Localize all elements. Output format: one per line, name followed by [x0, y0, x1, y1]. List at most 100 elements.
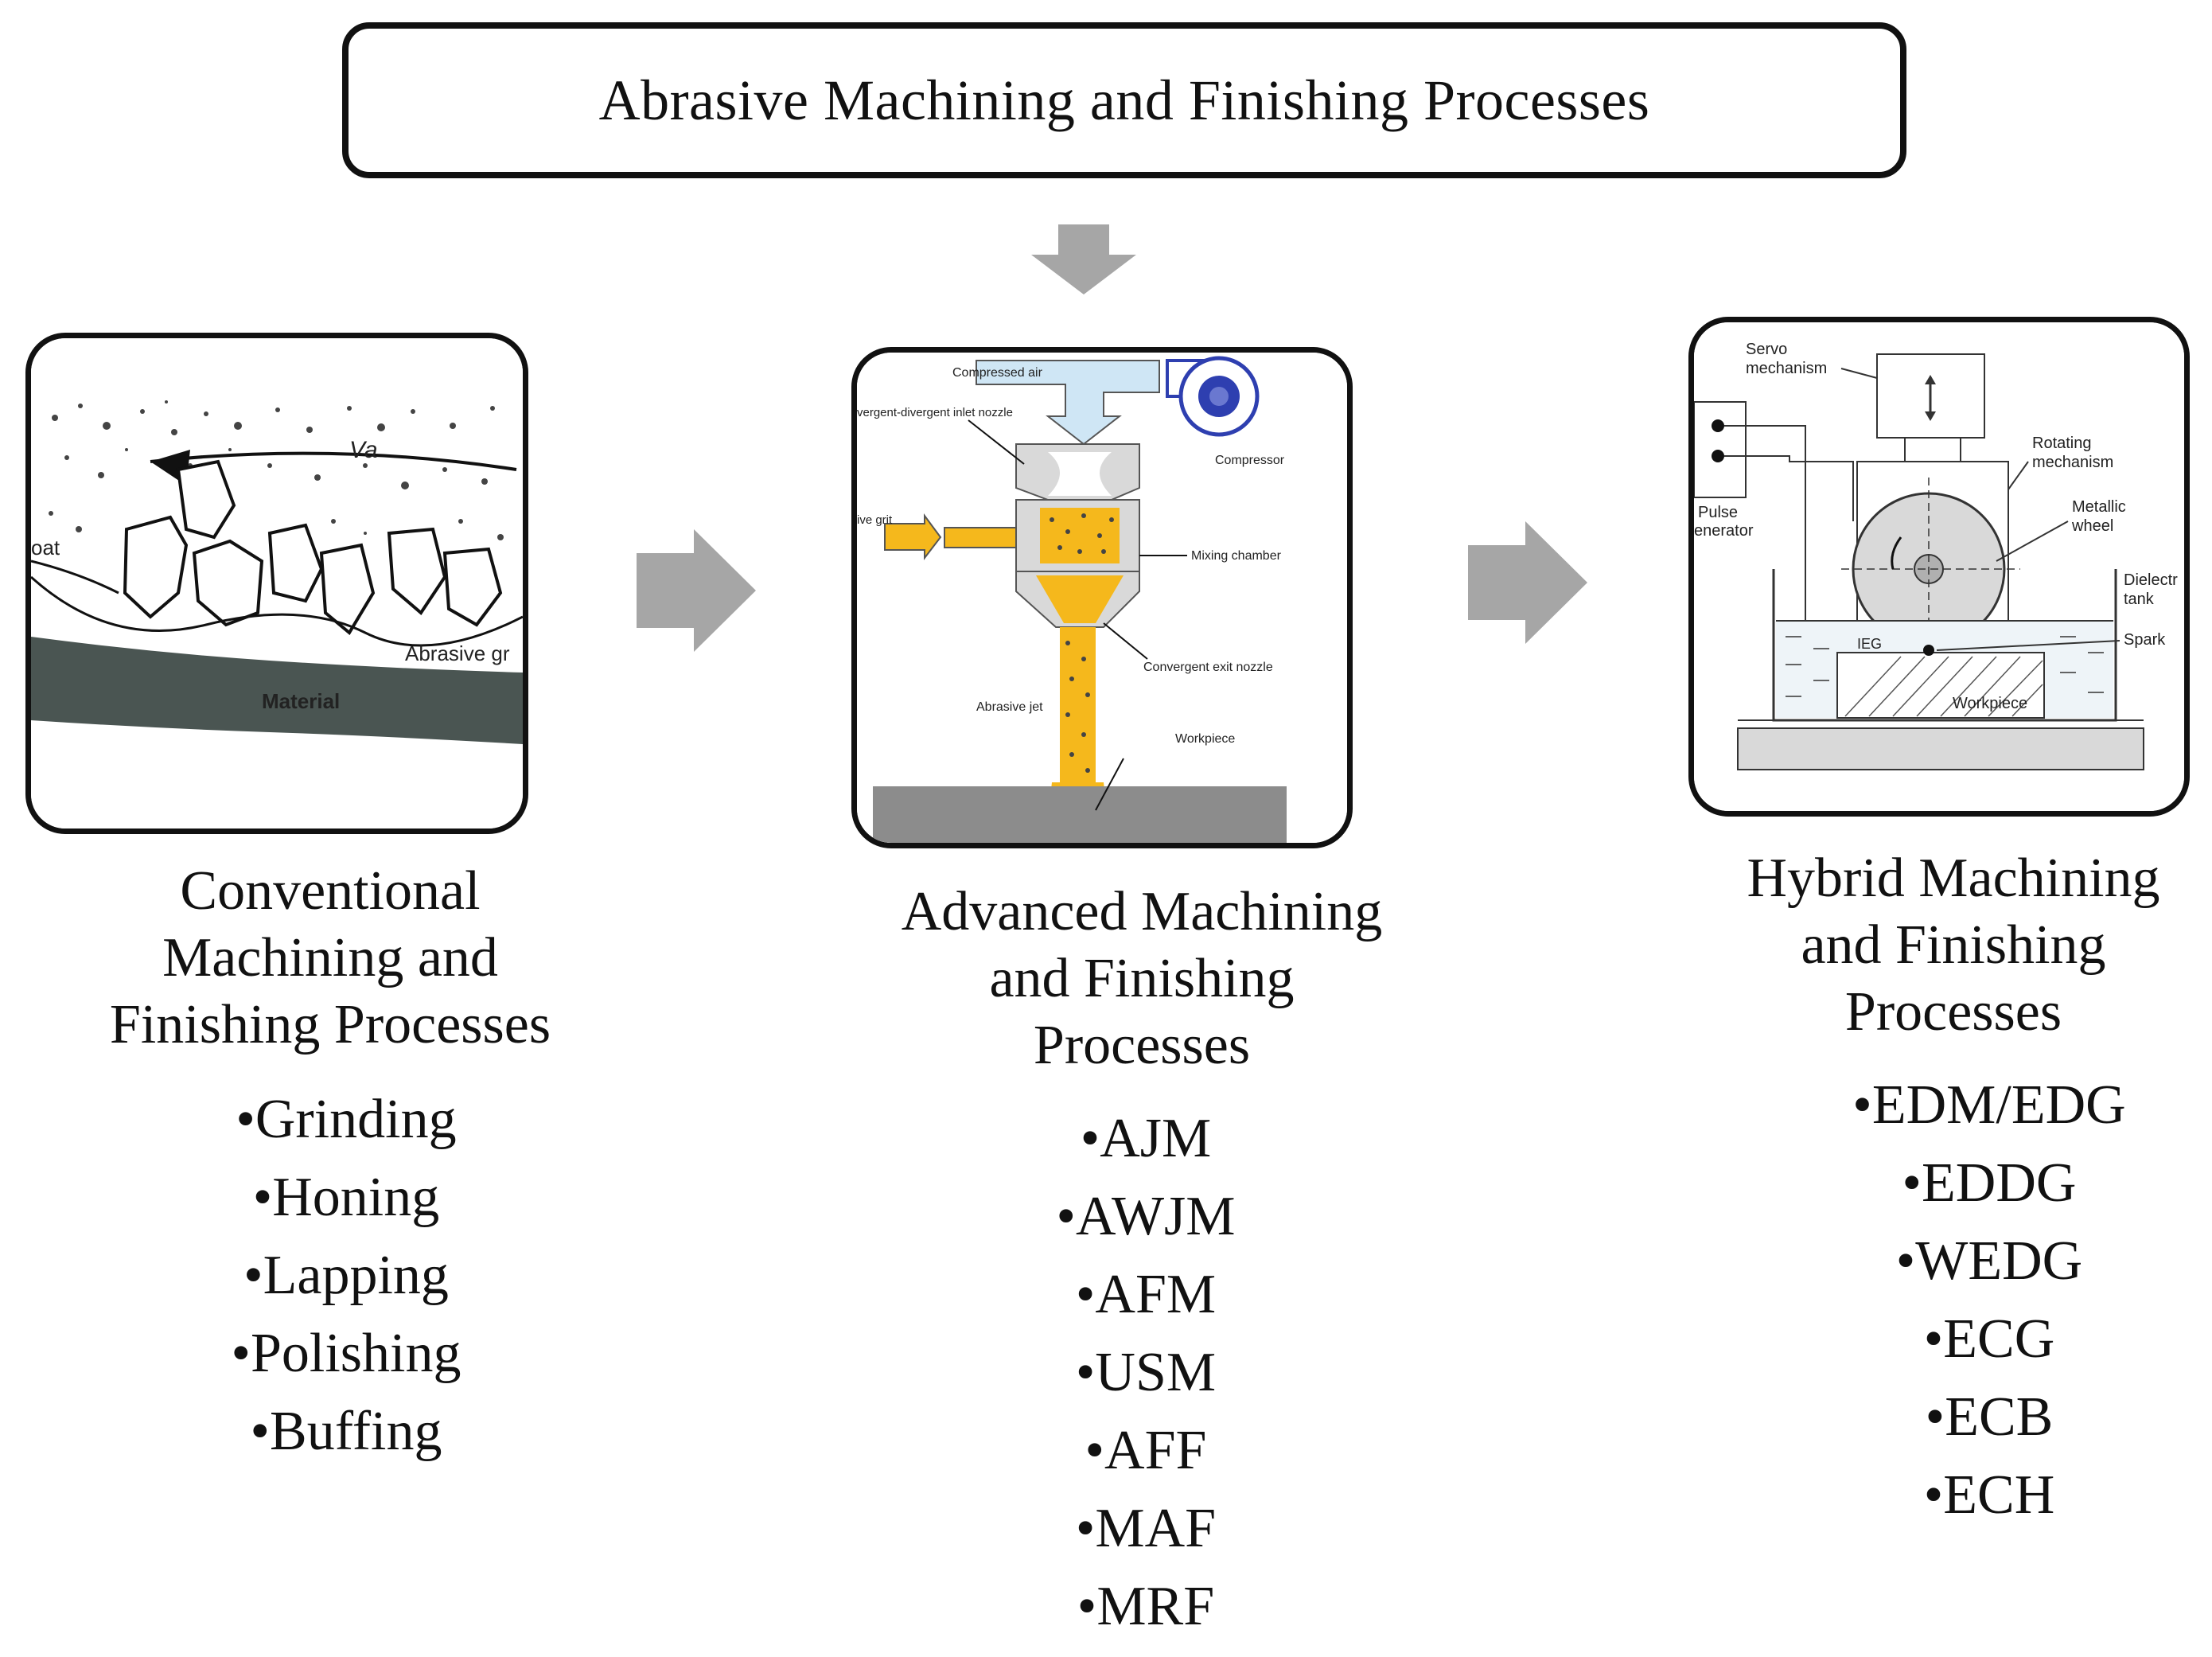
compressed-air-label: Compressed air — [952, 366, 1043, 380]
bullet-icon: • — [1895, 1230, 1916, 1292]
conventional-list: •Grinding •Honing •Lapping •Polishing •B… — [175, 1081, 517, 1471]
list-item-label: ECG — [1943, 1308, 2055, 1370]
inlet-nozzle-label: vergent-divergent inlet nozzle — [857, 406, 1013, 419]
coat-label: oat — [31, 536, 60, 559]
list-item: •Polishing — [175, 1315, 517, 1393]
list-item: •Grinding — [175, 1081, 517, 1159]
heading-line: Hybrid Machining — [1747, 848, 2160, 909]
heading-line: and Finishing — [989, 948, 1295, 1009]
dielectric-label-1: Dielectr — [2124, 571, 2178, 589]
material-label: Material — [262, 689, 340, 713]
hybrid-list: •EDM/EDG •EDDG •WEDG •ECG •ECB •ECH — [1822, 1066, 2156, 1534]
title-box: Abrasive Machining and Finishing Process… — [342, 22, 1906, 178]
list-item-label: ECB — [1945, 1386, 2054, 1448]
heading-line: Processes — [1033, 1015, 1251, 1076]
rotating-label-1: Rotating — [2032, 435, 2092, 452]
list-item: •EDDG — [1822, 1144, 2156, 1222]
bullet-icon: • — [1077, 1576, 1097, 1637]
heading-line: Machining and — [162, 927, 498, 988]
grit-label: Abrasive gr — [405, 641, 510, 665]
list-item: •AFF — [987, 1412, 1305, 1490]
list-item-label: EDDG — [1922, 1152, 2077, 1214]
heading-line: Conventional — [180, 860, 481, 922]
bullet-icon: • — [243, 1245, 263, 1306]
list-item: •AFM — [987, 1256, 1305, 1334]
bullet-icon: • — [1925, 1386, 1945, 1448]
list-item: •ECB — [1822, 1378, 2156, 1456]
list-item-label: Buffing — [270, 1401, 442, 1462]
velocity-label: Va — [349, 437, 378, 463]
rotating-label-2: mechanism — [2032, 454, 2113, 471]
list-item: •AJM — [987, 1100, 1305, 1178]
wheel-label-1: Metallic — [2072, 498, 2126, 516]
list-item-label: AFF — [1104, 1420, 1207, 1481]
bullet-icon: • — [1075, 1264, 1096, 1325]
bullet-icon: • — [1056, 1186, 1076, 1247]
wheel-label-2: wheel — [2071, 517, 2113, 535]
heading-line: Finishing Processes — [109, 994, 551, 1055]
list-item-label: MRF — [1096, 1576, 1215, 1637]
bullet-icon: • — [1923, 1308, 1944, 1370]
list-item-label: ECH — [1943, 1464, 2055, 1526]
bullet-icon: • — [236, 1089, 255, 1150]
dielectric-label-2: tank — [2124, 591, 2155, 608]
bullet-icon: • — [250, 1401, 270, 1462]
right-arrow-icon-1 — [637, 529, 756, 652]
bullet-icon: • — [1923, 1464, 1944, 1526]
servo-label-1: Servo — [1746, 341, 1787, 358]
list-item-label: WEDG — [1915, 1230, 2083, 1292]
heading-line: and Finishing — [1801, 914, 2106, 976]
workpiece-label: Workpiece — [1175, 732, 1235, 746]
heading-line: Advanced Machining — [901, 881, 1383, 942]
pulse-label-1: Pulse — [1698, 504, 1738, 521]
list-item-label: Honing — [272, 1167, 440, 1228]
spark-label: Spark — [2124, 631, 2166, 649]
mixing-chamber-label: Mixing chamber — [1191, 549, 1282, 563]
pulse-label-2: enerator — [1694, 522, 1754, 540]
advanced-list: •AJM •AWJM •AFM •USM •AFF •MAF •MRF — [987, 1100, 1305, 1646]
grit-feed-label: ive grit — [857, 513, 893, 527]
conventional-heading: Conventional Machining and Finishing Pro… — [48, 858, 613, 1059]
servo-label-2: mechanism — [1746, 360, 1827, 377]
bullet-icon: • — [1852, 1074, 1872, 1136]
bullet-icon: • — [231, 1323, 251, 1384]
bullet-icon: • — [1902, 1152, 1922, 1214]
bullet-icon: • — [252, 1167, 273, 1228]
bullet-icon: • — [1080, 1108, 1100, 1169]
hybrid-heading: Hybrid Machining and Finishing Processes — [1695, 845, 2212, 1046]
down-arrow-icon — [1031, 224, 1136, 294]
list-item-label: AJM — [1100, 1108, 1212, 1169]
list-item-label: AFM — [1095, 1264, 1217, 1325]
bullet-icon: • — [1085, 1420, 1105, 1481]
list-item: •MRF — [987, 1568, 1305, 1646]
hybrid-figure: Servo mechanism Pulse enerator Rotating … — [1688, 317, 2190, 817]
compressor-label: Compressor — [1215, 454, 1285, 467]
exit-nozzle-label: Convergent exit nozzle — [1143, 661, 1273, 674]
list-item-label: USM — [1095, 1342, 1217, 1403]
bullet-icon: • — [1075, 1342, 1096, 1403]
abrasive-jet-label: Abrasive jet — [976, 700, 1043, 714]
list-item-label: Grinding — [255, 1089, 457, 1150]
bullet-icon: • — [1075, 1498, 1096, 1559]
ieg-label: IEG — [1857, 636, 1882, 652]
list-item: •EDM/EDG — [1822, 1066, 2156, 1144]
list-item: •Buffing — [175, 1393, 517, 1471]
list-item: •MAF — [987, 1490, 1305, 1568]
list-item: •ECG — [1822, 1300, 2156, 1378]
diagram-title: Abrasive Machining and Finishing Process… — [598, 68, 1650, 132]
list-item-label: EDM/EDG — [1871, 1074, 2126, 1136]
heading-line: Processes — [1844, 981, 2062, 1043]
workpiece-label-hybrid: Workpiece — [1953, 695, 2027, 712]
list-item: •Lapping — [175, 1237, 517, 1315]
list-item-label: Lapping — [263, 1245, 449, 1306]
right-arrow-icon-2 — [1468, 521, 1587, 644]
list-item-label: MAF — [1095, 1498, 1217, 1559]
list-item: •Honing — [175, 1159, 517, 1237]
list-item: •ECH — [1822, 1456, 2156, 1534]
list-item: •AWJM — [987, 1178, 1305, 1256]
list-item-label: Polishing — [250, 1323, 461, 1384]
list-item-label: AWJM — [1076, 1186, 1236, 1247]
advanced-figure: Compressed air Compressor vergent-diverg… — [851, 347, 1353, 848]
advanced-heading: Advanced Machining and Finishing Process… — [855, 879, 1428, 1079]
list-item: •WEDG — [1822, 1222, 2156, 1300]
